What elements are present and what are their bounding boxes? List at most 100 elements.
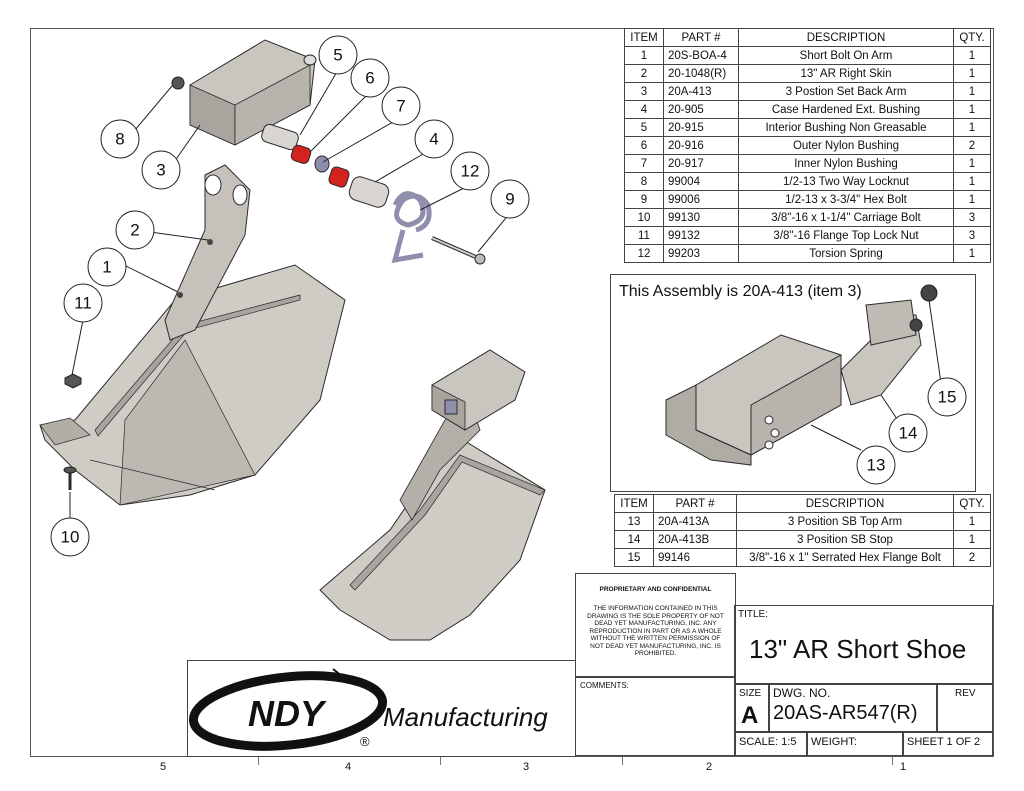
bom-cell-desc: 1/2-13 x 3-3/4" Hex Bolt [738,190,954,209]
bom-cell-desc: 3 Postion Set Back Arm [738,82,954,101]
sub-bom-cell-desc: 3 Position SB Stop [736,530,954,549]
svg-text:12: 12 [461,162,480,181]
ndy-logo: NDY ® Manufacturing [188,668,548,751]
sub-bom-cell-item: 13 [614,512,654,531]
zone-5: 5 [160,761,167,773]
bom-col-desc: DESCRIPTION [738,28,954,47]
exploded-view: 8 3 5 6 7 4 12 9 2 1 11 10 [39,35,546,641]
callout-10: 10 [50,517,90,557]
svg-text:4: 4 [429,130,438,149]
bom-cell-item: 7 [624,154,664,173]
drawing-title: 13" AR Short Shoe [749,634,967,664]
sub-bom-col-part: PART # [653,494,737,513]
sub-bom-header-row: ITEM PART # DESCRIPTION QTY. [614,494,991,513]
bom-cell-qty: 1 [953,244,991,263]
bom-cell-item: 5 [624,118,664,137]
bom-cell-qty: 1 [953,172,991,191]
bom-cell-desc: Interior Bushing Non Greasable [738,118,954,137]
bom-cell-item: 12 [624,244,664,263]
callout-9: 9 [490,179,530,219]
size-label: SIZE [739,688,762,699]
zone-1: 1 [900,761,907,773]
callout-2: 2 [115,210,155,250]
bom-cell-part: 20-915 [663,118,739,137]
svg-text:13: 13 [867,456,886,475]
weight-text: WEIGHT: [811,736,857,748]
callout-15: 15 [927,377,967,417]
dwg-no-box: DWG. NO. 20AS-AR547(R) [768,683,938,733]
logo-box: NDY ® Manufacturing [187,660,576,757]
bom-cell-part: 20-916 [663,136,739,155]
bom-header-row: ITEM PART # DESCRIPTION QTY. [624,28,991,47]
comments-label: COMMENTS: [580,681,629,690]
bom-cell-desc: 13" AR Right Skin [738,64,954,83]
sub-assembly-title: This Assembly is 20A-413 (item 3) [619,283,862,300]
dwg-label: DWG. NO. [773,686,831,700]
sub-bom-cell-desc: 3/8"-16 x 1" Serrated Hex Flange Bolt [736,548,954,567]
callouts-sub: 13 14 15 [856,377,967,485]
bom-cell-qty: 1 [953,46,991,65]
logo-brand: NDY [248,693,327,734]
bom-cell-item: 2 [624,64,664,83]
callout-5: 5 [318,35,358,75]
bom-cell-qty: 1 [953,100,991,119]
bom-cell-qty: 1 [953,82,991,101]
sub-bom-col-item: ITEM [614,494,654,513]
bom-cell-part: 99132 [663,226,739,245]
bom-cell-desc: Case Hardened Ext. Bushing [738,100,954,119]
bom-cell-part: 99004 [663,172,739,191]
bom-cell-part: 20A-413 [663,82,739,101]
bom-cell-desc: Torsion Spring [738,244,954,263]
sub-bom-cell-qty: 1 [953,512,991,531]
sub-bom-col-desc: DESCRIPTION [736,494,954,513]
confidential-heading: PROPRIETARY AND CONFIDENTIAL [599,586,712,593]
svg-text:14: 14 [899,424,918,443]
bom-cell-part: 20-1048(R) [663,64,739,83]
comments-box: COMMENTS: [575,676,736,756]
sub-bom-cell-qty: 2 [953,548,991,567]
callout-1: 1 [87,247,127,287]
zone-2: 2 [706,761,713,773]
sub-assembly-drawing: 13 14 15 [665,284,967,485]
callout-12: 12 [450,151,490,191]
bom-cell-desc: Inner Nylon Bushing [738,154,954,173]
sub-bom-cell-qty: 1 [953,530,991,549]
bom-cell-item: 11 [624,226,664,245]
bom-col-qty: QTY. [953,28,991,47]
logo-word: Manufacturing [383,702,548,732]
sub-bom-cell-desc: 3 Position SB Top Arm [736,512,954,531]
callout-4: 4 [414,119,454,159]
logo-reg: ® [360,734,370,749]
bom-cell-part: 99006 [663,190,739,209]
size-value: A [741,702,759,729]
bom-cell-item: 10 [624,208,664,227]
bom-cell-part: 99203 [663,244,739,263]
svg-text:10: 10 [61,528,80,547]
assembled-shoe [319,349,546,641]
svg-text:5: 5 [333,46,342,65]
title-label: TITLE: [738,609,769,620]
sheet-text: SHEET 1 OF 2 [907,736,981,748]
svg-text:6: 6 [365,69,374,88]
bom-col-part: PART # [663,28,739,47]
size-box: SIZE A [734,683,770,733]
sub-bom-cell-item: 15 [614,548,654,567]
bom-cell-qty: 1 [953,118,991,137]
title-box: TITLE: 13" AR Short Shoe [734,605,993,685]
bom-cell-qty: 3 [953,208,991,227]
bom-cell-item: 3 [624,82,664,101]
weight-box: WEIGHT: [806,731,904,756]
scale-text: SCALE: 1:5 [739,736,797,748]
callout-11: 11 [63,283,103,323]
